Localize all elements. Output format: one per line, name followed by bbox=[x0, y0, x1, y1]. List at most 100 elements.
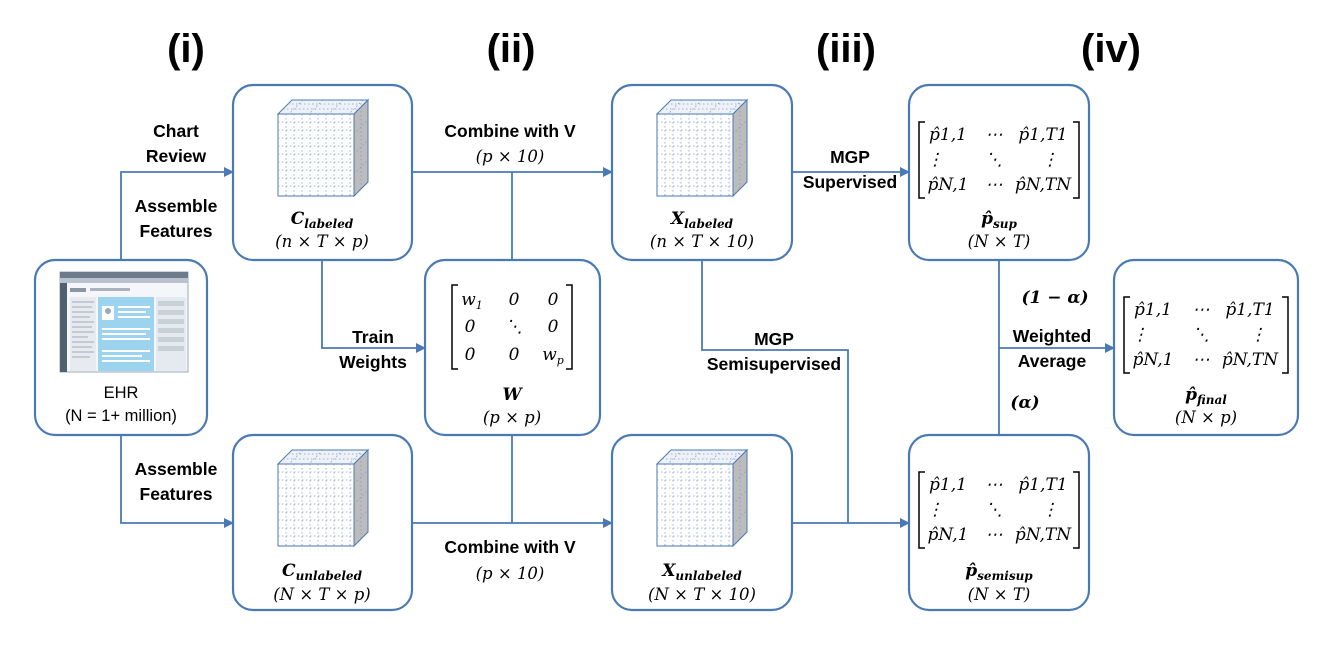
x-labeled-box: Xlabeled (n × T × 10) bbox=[610, 83, 794, 262]
x-unlabeled-subscript: unlabeled bbox=[675, 569, 742, 583]
alpha-label: (α) bbox=[1010, 393, 1039, 413]
svg-text:p̂final: p̂final bbox=[1185, 385, 1227, 407]
c-labeled-dims: (n × T × p) bbox=[275, 232, 369, 251]
p-sup-matrix-r2c1: ⋮ bbox=[927, 150, 944, 170]
p-sup-matrix-r3c3: p̂N,TN bbox=[1015, 175, 1072, 195]
p-final-matrix-r2c1: ⋮ bbox=[1132, 325, 1149, 345]
p-final-matrix-r3c1: p̂N,1 bbox=[1133, 350, 1174, 370]
assemble-bottom-label-line1: Assemble bbox=[135, 459, 218, 479]
p-sup-dims: (N × T) bbox=[968, 232, 1031, 251]
assemble-top-label-line2: Features bbox=[140, 221, 213, 241]
x-unlabeled-name: X bbox=[661, 561, 676, 581]
p-semisup-matrix-r1c3: p̂1,T1 bbox=[1018, 475, 1067, 495]
p-semisup-matrix-r2c1: ⋮ bbox=[927, 500, 944, 520]
ehr-screenshot-thumbnail bbox=[59, 271, 189, 373]
x-unlabeled-cube-icon bbox=[656, 449, 748, 547]
p-semisup-matrix-r3c1: p̂N,1 bbox=[928, 525, 969, 545]
stage-ii-label: (ii) bbox=[487, 27, 536, 71]
p-sup-matrix-r3c1: p̂N,1 bbox=[928, 175, 969, 195]
ehr-name: EHR bbox=[104, 384, 139, 402]
combine-top-label: Combine with V bbox=[444, 121, 576, 141]
assemble-bottom-label-line2: Features bbox=[140, 484, 213, 504]
p-sup-matrix-r3c2: ⋯ bbox=[986, 175, 1003, 195]
p-semisup-matrix-r3c2: ⋯ bbox=[986, 525, 1003, 545]
c-unlabeled-subscript: unlabeled bbox=[296, 569, 363, 583]
p-sup-name: p̂ bbox=[981, 209, 993, 229]
w-matrix-r2c3: 0 bbox=[548, 317, 559, 337]
x-labeled-name: X bbox=[670, 209, 685, 229]
p-final-matrix-r1c1: p̂1,1 bbox=[1134, 300, 1172, 320]
w-matrix-r3c3: wp bbox=[542, 345, 564, 367]
c-unlabeled-box: Cunlabeled (N × T × p) bbox=[231, 433, 414, 612]
p-final-matrix-r3c3: p̂N,TN bbox=[1222, 350, 1279, 370]
p-final-matrix-r3c2: ⋯ bbox=[1193, 350, 1210, 370]
x-unlabeled-box: Xunlabeled (N × T × 10) bbox=[610, 433, 794, 612]
weighted-average-label-line1: Weighted bbox=[1013, 326, 1091, 346]
stage-iii-label: (iii) bbox=[816, 27, 876, 71]
p-semisup-matrix-r3c3: p̂N,TN bbox=[1015, 525, 1072, 545]
p-semisup-box: p̂1,1 ⋯ p̂1,T1 ⋮ ⋱ ⋮ p̂N,1 ⋯ p̂N,TN p̂se… bbox=[907, 433, 1091, 612]
svg-text:p̂sup: p̂sup bbox=[981, 209, 1017, 231]
w-matrix-r2c2: ⋱ bbox=[506, 317, 523, 337]
mgp-semisupervised-label-line2: Semisupervised bbox=[707, 354, 841, 374]
p-final-subscript: final bbox=[1196, 393, 1227, 407]
p-semisup-subscript: semisup bbox=[977, 569, 1033, 583]
svg-text:p̂semisup: p̂semisup bbox=[965, 561, 1033, 583]
arrow-ehr-to-c-labeled bbox=[120, 167, 234, 260]
x-unlabeled-dims: (N × T × 10) bbox=[648, 585, 756, 604]
x-labeled-dims: (n × T × 10) bbox=[650, 232, 754, 251]
svg-text:Xlabeled: Xlabeled bbox=[670, 209, 734, 231]
p-sup-matrix-r2c3: ⋮ bbox=[1042, 150, 1059, 170]
assemble-top-label-line1: Assemble bbox=[135, 196, 218, 216]
p-sup-matrix-r2c2: ⋱ bbox=[986, 150, 1003, 170]
x-labeled-subscript: labeled bbox=[684, 217, 734, 231]
p-sup-matrix-r1c3: p̂1,T1 bbox=[1018, 125, 1067, 145]
p-final-matrix-r1c3: p̂1,T1 bbox=[1225, 300, 1274, 320]
c-labeled-name: C bbox=[291, 209, 305, 229]
train-weights-label-line2: Weights bbox=[339, 352, 407, 372]
p-sup-box: p̂1,1 ⋯ p̂1,T1 ⋮ ⋱ ⋮ p̂N,1 ⋯ p̂N,TN p̂su… bbox=[907, 83, 1091, 262]
c-unlabeled-name: C bbox=[282, 561, 296, 581]
c-labeled-subscript: labeled bbox=[304, 217, 354, 231]
p-final-matrix-r1c2: ⋯ bbox=[1193, 300, 1210, 320]
mgp-semisupervised-label-line1: MGP bbox=[754, 329, 794, 349]
arrow-ehr-to-c-unlabeled bbox=[120, 435, 234, 528]
p-final-matrix-r2c2: ⋱ bbox=[1193, 325, 1210, 345]
combine-bottom-label: Combine with V bbox=[444, 537, 576, 557]
connectors bbox=[120, 167, 1115, 528]
combine-top-dims: (p × 10) bbox=[476, 147, 545, 166]
p-sup-subscript: sup bbox=[993, 217, 1017, 231]
p-final-box: p̂1,1 ⋯ p̂1,T1 ⋮ ⋱ ⋮ p̂N,1 ⋯ p̂N,TN p̂fi… bbox=[1112, 258, 1300, 437]
train-weights-label-line1: Train bbox=[352, 327, 394, 347]
p-semisup-name: p̂ bbox=[965, 561, 977, 581]
mgp-supervised-label-line1: MGP bbox=[830, 147, 870, 167]
c-unlabeled-cube-icon bbox=[277, 449, 369, 547]
ehr-count: (N = 1+ million) bbox=[65, 407, 177, 425]
svg-text:Clabeled: Clabeled bbox=[291, 209, 354, 231]
w-matrix-r1c1: w1 bbox=[461, 290, 483, 312]
p-sup-matrix-r1c1: p̂1,1 bbox=[929, 125, 967, 145]
p-semisup-matrix-r1c1: p̂1,1 bbox=[929, 475, 967, 495]
weighted-average-label-line2: Average bbox=[1018, 351, 1087, 371]
w-matrix-r3c1: 0 bbox=[465, 345, 476, 365]
line-mgp-semisupervised bbox=[701, 260, 849, 523]
c-labeled-box: Clabeled (n × T × p) bbox=[231, 83, 414, 262]
p-final-dims: (N × p) bbox=[1175, 408, 1237, 427]
arrow-train-weights bbox=[321, 260, 426, 353]
mgp-supervised-label-line2: Supervised bbox=[803, 172, 897, 192]
x-labeled-cube-icon bbox=[656, 99, 748, 197]
one-minus-alpha-label: (1 − α) bbox=[1021, 288, 1088, 308]
w-dims: (p × p) bbox=[483, 408, 541, 427]
w-matrix-r3c2: 0 bbox=[509, 345, 520, 365]
p-final-matrix-r2c3: ⋮ bbox=[1250, 325, 1267, 345]
stage-iv-label: (iv) bbox=[1081, 27, 1141, 71]
stage-i-label: (i) bbox=[167, 27, 205, 71]
chart-review-label-line2: Review bbox=[146, 146, 207, 166]
chart-review-label-line1: Chart bbox=[153, 121, 199, 141]
ehr-box: EHR (N = 1+ million) bbox=[33, 258, 209, 437]
p-semisup-dims: (N × T) bbox=[968, 585, 1031, 604]
svg-text:Xunlabeled: Xunlabeled bbox=[661, 561, 742, 583]
w-matrix: w1 0 0 0 ⋱ 0 0 0 wp bbox=[461, 290, 564, 367]
p-semisup-matrix-r1c2: ⋯ bbox=[986, 475, 1003, 495]
